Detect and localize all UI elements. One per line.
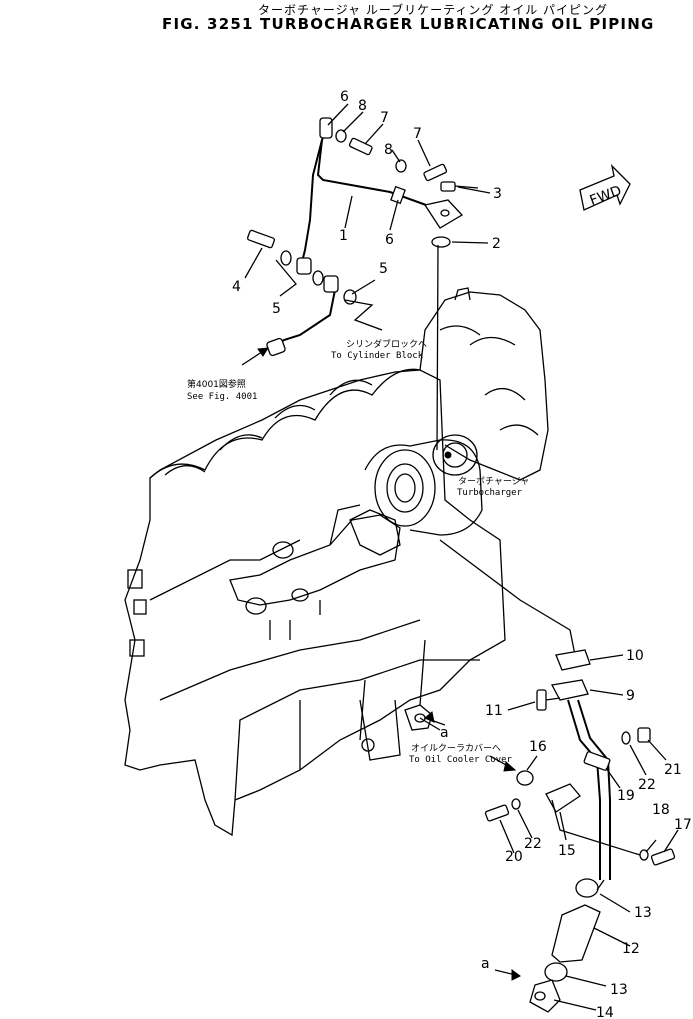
see-fig-jp: 第4001図参照 bbox=[187, 378, 246, 390]
turbocharger-jp: ターボチャージャ bbox=[458, 476, 529, 487]
part-label-15: 15 bbox=[558, 843, 576, 859]
part-label-6b: 6 bbox=[385, 232, 394, 248]
forward-arrow-icon: FWD bbox=[579, 164, 631, 211]
to-oil-cooler-jp: オイルクーラカバーへ bbox=[411, 743, 501, 754]
part-label-8a: 8 bbox=[358, 98, 367, 114]
part-label-21: 21 bbox=[664, 762, 682, 778]
part-label-1: 1 bbox=[339, 228, 348, 244]
oil-drain-pipe-assembly bbox=[439, 539, 676, 1013]
part-label-9: 9 bbox=[626, 688, 635, 704]
title-japanese: ターボチャージャ ルーブリケーティング オイル パイピング bbox=[258, 3, 609, 17]
to-cylinder-block-en: To Cylinder Block bbox=[331, 351, 424, 361]
part-label-11: 11 bbox=[485, 703, 503, 719]
engine-block-outline bbox=[124, 287, 549, 837]
to-cylinder-block-jp: シリンダブロックへ bbox=[346, 338, 427, 350]
part-label-16: 16 bbox=[529, 739, 547, 755]
part-label-20: 20 bbox=[505, 849, 523, 865]
oil-cooler-connector bbox=[404, 704, 441, 731]
connector-label-a1: a bbox=[440, 725, 449, 741]
see-fig-en: See Fig. 4001 bbox=[187, 392, 257, 402]
part-number-labels: 6 8 7 8 7 3 1 6 2 4 5 5 10 9 11 16 21 22… bbox=[232, 89, 692, 1019]
part-label-10: 10 bbox=[626, 648, 644, 664]
part-label-22a: 22 bbox=[638, 777, 656, 793]
part-label-13b: 13 bbox=[610, 982, 628, 998]
part-label-5b: 5 bbox=[379, 261, 388, 277]
part-label-18: 18 bbox=[652, 802, 670, 818]
part-label-7b: 7 bbox=[413, 126, 422, 142]
part-label-12: 12 bbox=[622, 941, 640, 957]
part-label-8b: 8 bbox=[384, 142, 393, 158]
part-label-2: 2 bbox=[492, 236, 501, 252]
turbocharger-unit bbox=[349, 434, 483, 556]
part-label-14: 14 bbox=[596, 1005, 614, 1019]
to-oil-cooler-en: To Oil Cooler Cover bbox=[409, 755, 513, 765]
callout-notes: シリンダブロックへ To Cylinder Block 第4001図参照 See… bbox=[187, 338, 529, 765]
turbocharger-en: Turbocharger bbox=[457, 488, 523, 498]
part-label-4: 4 bbox=[232, 279, 241, 295]
oil-inlet-pipe-assembly bbox=[246, 117, 479, 451]
part-label-5a: 5 bbox=[272, 301, 281, 317]
part-label-17: 17 bbox=[674, 817, 692, 833]
part-label-19: 19 bbox=[617, 788, 635, 804]
leader-lines bbox=[241, 103, 679, 1011]
connector-label-a2: a bbox=[481, 956, 490, 972]
part-label-3: 3 bbox=[493, 186, 502, 202]
part-label-13a: 13 bbox=[634, 905, 652, 921]
part-label-7a: 7 bbox=[380, 110, 389, 126]
part-label-22b: 22 bbox=[524, 836, 542, 852]
part-label-6a: 6 bbox=[340, 89, 349, 105]
figure-title: FIG. 3251 TURBOCHARGER LUBRICATING OIL P… bbox=[162, 15, 655, 33]
